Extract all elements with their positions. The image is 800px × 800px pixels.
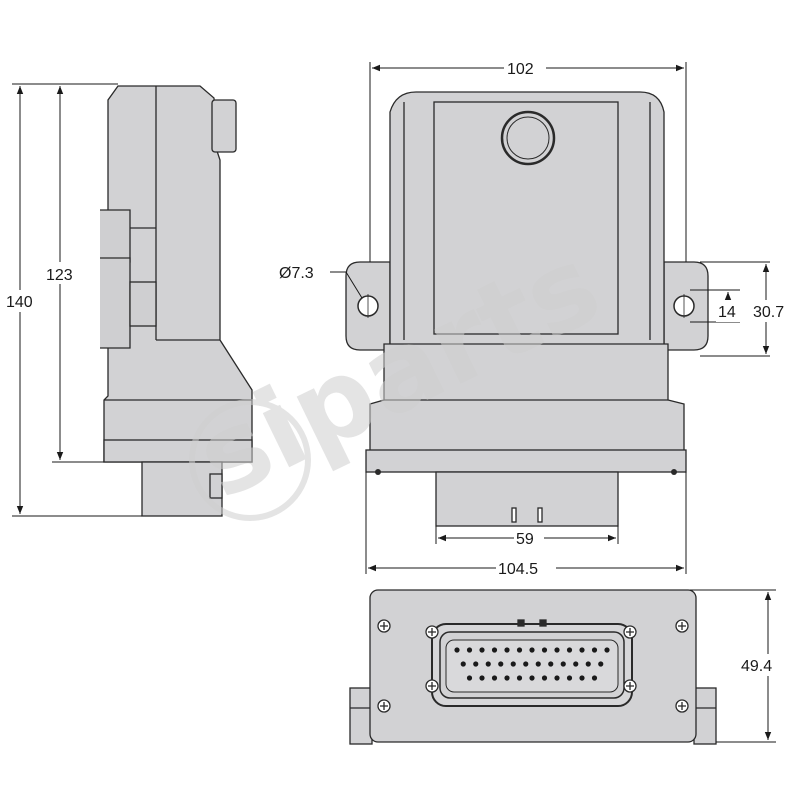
- connector-pin: [548, 661, 554, 667]
- screw-icon: [623, 679, 637, 693]
- connector-pin: [485, 661, 491, 667]
- dim-side-body-height: 123: [46, 267, 73, 284]
- front-connector: [435, 471, 619, 527]
- connector-pin: [516, 675, 523, 681]
- connector-pin: [604, 647, 610, 653]
- connector-pin: [560, 661, 566, 667]
- dim-front-top-width: 102: [507, 61, 534, 78]
- connector-pin: [529, 647, 535, 653]
- connector-pin: [516, 647, 523, 653]
- connector-pin: [579, 647, 585, 653]
- connector-pin: [585, 661, 591, 667]
- side-gland: [211, 99, 237, 153]
- dim-mount-30-7: 30.7: [753, 304, 784, 321]
- connector-pin: [554, 647, 560, 653]
- connector-pin: [591, 675, 598, 681]
- connector-pin: [541, 675, 548, 681]
- front-base-plate: [365, 449, 687, 473]
- connector-pin: [535, 661, 541, 667]
- dim-mount-14: 14: [718, 304, 736, 321]
- connector-pin: [529, 675, 535, 681]
- connector-pin: [466, 675, 473, 681]
- connector-pin: [523, 661, 529, 667]
- connector-pin: [598, 661, 604, 667]
- connector-pin: [460, 661, 466, 667]
- dim-hole-diameter: Ø7.3: [279, 265, 314, 282]
- screw-icon: [675, 619, 689, 633]
- bottom-screws: [377, 619, 689, 713]
- dim-connector-width: 59: [516, 531, 534, 548]
- connector-pin: [566, 647, 573, 653]
- connector-pin: [473, 661, 479, 667]
- front-mount-holes: [357, 294, 695, 318]
- connector-pin: [504, 675, 510, 681]
- connector-pin: [554, 675, 560, 681]
- screw-icon: [675, 699, 689, 713]
- side-connector: [141, 461, 223, 517]
- connector-pin: [573, 661, 579, 667]
- connector-pin: [454, 647, 460, 653]
- dim-side-total-height: 140: [6, 294, 33, 311]
- dim-base-width: 104.5: [498, 561, 538, 578]
- screw-icon: [425, 625, 439, 639]
- dim-bottom-depth: 49.4: [741, 658, 772, 675]
- connector-pin: [479, 647, 485, 653]
- connector-pin: [479, 675, 485, 681]
- connector-pin: [491, 675, 498, 681]
- connector-pin: [498, 661, 504, 667]
- screw-icon: [425, 679, 439, 693]
- connector-pin: [504, 647, 510, 653]
- connector-pin: [566, 675, 573, 681]
- screw-icon: [377, 619, 391, 633]
- side-housing: [103, 85, 253, 463]
- connector-pin-grid: [454, 647, 610, 681]
- connector-pin: [541, 647, 548, 653]
- front-view: [345, 91, 709, 527]
- connector-pin: [591, 647, 598, 653]
- side-view: [100, 85, 253, 517]
- front-dimensions: [330, 62, 770, 574]
- connector-pin: [466, 647, 473, 653]
- front-cap: [500, 110, 556, 166]
- connector-pin: [491, 647, 498, 653]
- bottom-view: [349, 589, 717, 745]
- connector-pin: [510, 661, 516, 667]
- screw-icon: [623, 625, 637, 639]
- screw-icon: [377, 699, 391, 713]
- connector-pin: [579, 675, 585, 681]
